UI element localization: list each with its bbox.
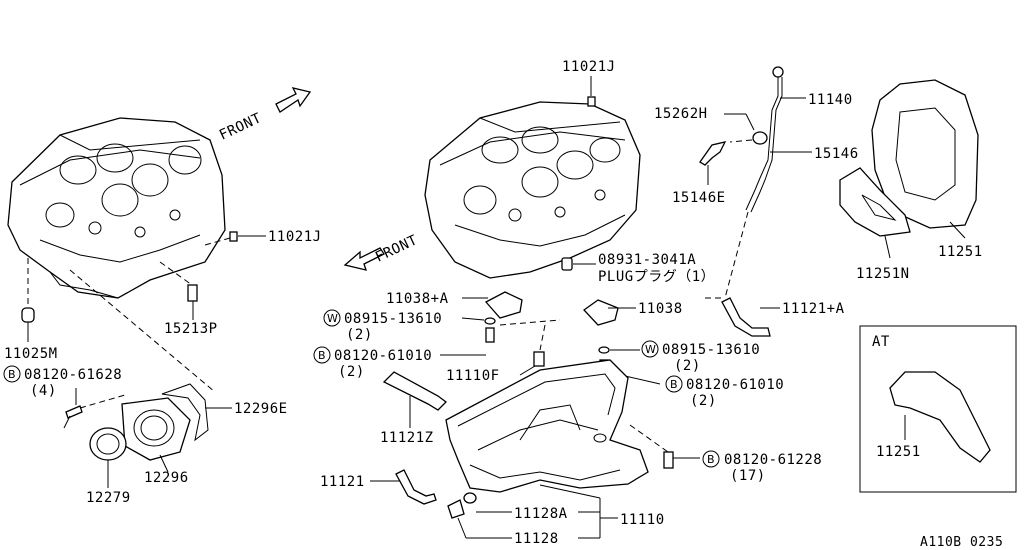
label-11025M: 11025M <box>4 346 58 362</box>
qty-08915-13610-right: (2) <box>674 358 701 374</box>
diagram-id: A110B 0235 <box>920 535 1003 550</box>
label-08120-61628: 08120-61628 <box>24 367 122 383</box>
label-08120-61010-right: 08120-61010 <box>686 377 784 393</box>
washer-08915-13610-right: W 08915-13610 (2) <box>598 340 760 374</box>
part-11038: 11038 <box>583 299 683 326</box>
part-11025M: 11025M <box>4 258 58 362</box>
part-11128-drain-plug: 11128A 11128 11110 <box>447 484 665 547</box>
cylinder-block-left <box>7 117 226 299</box>
part-15262H: 15262H <box>654 106 768 145</box>
part-11021J-left: 11021J <box>204 229 322 246</box>
label-11128: 11128 <box>514 531 559 547</box>
svg-text:B: B <box>8 368 16 381</box>
svg-text:B: B <box>707 453 715 466</box>
front-arrow-center: FRONT <box>343 232 420 271</box>
label-08915-13610-left: 08915-13610 <box>344 311 442 327</box>
label-11038: 11038 <box>638 301 683 317</box>
part-11121A: 11121+A <box>721 297 845 337</box>
qty-08120-61010-left: (2) <box>338 364 365 380</box>
part-15146E: 15146E <box>672 141 727 206</box>
qty-08120-61228: (17) <box>730 468 766 484</box>
label-08120-61010-left: 08120-61010 <box>334 348 432 364</box>
label-12296E: 12296E <box>234 401 288 417</box>
qty-08120-61628: (4) <box>30 383 57 399</box>
front-arrow-left: FRONT <box>217 87 312 144</box>
bolt-08120-61628: B 08120-61628 (4) <box>3 365 126 429</box>
label-11021J-top: 11021J <box>562 59 616 75</box>
part-11140-dipstick: 11140 15146 <box>705 66 859 299</box>
label-11038A: 11038+A <box>386 291 449 307</box>
label-15262H: 15262H <box>654 106 708 122</box>
at-box: AT 11251 <box>859 325 1017 493</box>
part-11251: 11251 <box>871 79 983 260</box>
label-15213P: 15213P <box>164 321 218 337</box>
front-label-left: FRONT <box>217 110 264 143</box>
part-15213P: 15213P <box>159 261 218 337</box>
label-15146: 15146 <box>814 146 859 162</box>
label-plug-text: PLUGプラグ（1） <box>598 269 715 285</box>
label-08120-61228: 08120-61228 <box>724 452 822 468</box>
washer-08915-13610-left: W 08915-13610 (2) <box>323 309 496 343</box>
part-plug-08931-3041A: 08931-3041A PLUGプラグ（1） <box>561 252 715 285</box>
svg-text:B: B <box>318 349 326 362</box>
qty-08915-13610-left: (2) <box>346 327 373 343</box>
at-box-label: AT <box>872 334 890 350</box>
label-11021J-left: 11021J <box>268 229 322 245</box>
part-12279: 12279 <box>86 427 131 506</box>
part-11021J-top: 11021J <box>562 59 616 107</box>
part-12296E: 12296E <box>161 383 288 442</box>
label-11128A: 11128A <box>514 506 568 522</box>
svg-text:B: B <box>670 378 678 391</box>
bolt-08120-61010-left: B 08120-61010 (2) <box>313 327 495 380</box>
bolt-08120-61228: B 08120-61228 (17) <box>629 424 822 484</box>
part-11121: 11121 <box>320 469 437 505</box>
part-11038A: 11038+A <box>386 291 523 319</box>
part-12296: 12296 <box>121 397 191 486</box>
label-11251N: 11251N <box>856 266 910 282</box>
label-08915-13610-right: 08915-13610 <box>662 342 760 358</box>
part-11121Z-sealant: 11121Z <box>380 371 447 446</box>
label-12279: 12279 <box>86 490 131 506</box>
label-11110F: 11110F <box>446 368 500 384</box>
part-11110-oil-pan <box>445 359 649 493</box>
svg-text:W: W <box>645 343 656 356</box>
svg-text:W: W <box>327 312 338 325</box>
label-11110: 11110 <box>620 512 665 528</box>
part-11110F: 11110F <box>446 351 545 384</box>
bolt-08120-61010-right: B 08120-61010 (2) <box>599 359 784 409</box>
label-11121Z: 11121Z <box>380 430 434 446</box>
label-15146E: 15146E <box>672 190 726 206</box>
qty-08120-61010-right: (2) <box>690 393 717 409</box>
label-08931-3041A: 08931-3041A <box>598 252 696 268</box>
front-label-center: FRONT <box>373 232 420 265</box>
label-11121: 11121 <box>320 474 365 490</box>
label-11121A: 11121+A <box>782 301 845 317</box>
label-11251: 11251 <box>938 244 983 260</box>
label-11251-at: 11251 <box>876 444 921 460</box>
label-11140: 11140 <box>808 92 853 108</box>
cylinder-block-center <box>424 101 641 279</box>
part-11251N: 11251N <box>839 167 911 282</box>
label-12296: 12296 <box>144 470 189 486</box>
